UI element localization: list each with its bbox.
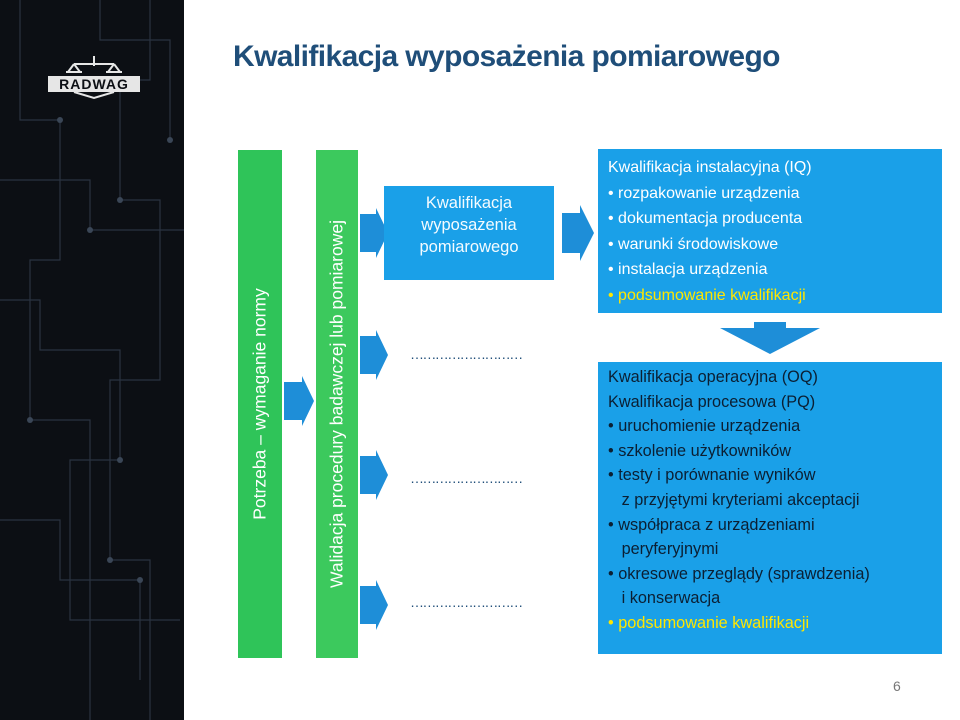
- oq-item-continuation: peryferyjnymi: [608, 540, 719, 559]
- oq-heading: Kwalifikacja operacyjna (OQ): [608, 368, 818, 386]
- requirement-bar: Potrzeba – wymaganie normy: [238, 150, 282, 658]
- oq-item: • uruchomienie urządzenia: [608, 417, 801, 436]
- radwag-logo: RADWAG: [48, 56, 140, 100]
- arrow-right-icon: [284, 376, 314, 426]
- arrow-right-icon: [360, 208, 388, 258]
- pq-heading: Kwalifikacja procesowa (PQ): [608, 392, 816, 411]
- oq-item: • okresowe przeglądy (sprawdzenia): [608, 564, 870, 583]
- iq-heading: Kwalifikacja instalacyjna (IQ): [608, 159, 812, 176]
- box-line: wyposażenia: [421, 216, 517, 234]
- arrow-right-icon: [360, 450, 388, 500]
- svg-text:RADWAG: RADWAG: [59, 76, 129, 92]
- operational-process-qualification-box: Kwalifikacja operacyjna (OQ) Kwalifikacj…: [598, 362, 942, 654]
- oq-item: • szkolenie użytkowników: [608, 441, 792, 460]
- oq-item-continuation: i konserwacja: [608, 589, 721, 608]
- sidebar-background: RADWAG: [0, 0, 184, 720]
- iq-item: • warunki środowiskowe: [608, 235, 779, 253]
- page-number: 6: [893, 678, 901, 694]
- oq-summary: • podsumowanie kwalifikacji: [608, 613, 810, 632]
- validation-bar: Walidacja procedury badawczej lub pomiar…: [316, 150, 358, 658]
- installation-qualification-box: Kwalifikacja instalacyjna (IQ) • rozpako…: [598, 149, 942, 313]
- iq-summary: • podsumowanie kwalifikacji: [608, 286, 806, 304]
- oq-item: • testy i porównanie wyników: [608, 466, 816, 485]
- placeholder-dots: ………………………: [410, 346, 523, 362]
- oq-item-continuation: z przyjętymi kryteriami akceptacji: [608, 490, 860, 509]
- arrow-right-icon: [360, 580, 388, 630]
- arrow-right-icon: [360, 330, 388, 380]
- oq-item: • współpraca z urządzeniami: [608, 515, 815, 534]
- equipment-qualification-box: Kwalifikacja wyposażenia pomiarowego: [384, 186, 554, 280]
- box-line: pomiarowego: [419, 238, 519, 256]
- iq-item: • dokumentacja producenta: [608, 210, 803, 227]
- iq-item: • rozpakowanie urządzenia: [608, 184, 800, 202]
- arrow-down-icon: [720, 322, 820, 354]
- validation-bar-label: Walidacja procedury badawczej lub pomiar…: [326, 219, 347, 589]
- arrow-right-icon: [562, 205, 594, 261]
- requirement-bar-label: Potrzeba – wymaganie normy: [249, 288, 270, 520]
- iq-item: • instalacja urządzenia: [608, 261, 768, 278]
- page-title: Kwalifikacja wyposażenia pomiarowego: [233, 40, 781, 73]
- placeholder-dots: ………………………: [410, 470, 523, 486]
- box-line: Kwalifikacja: [425, 194, 513, 212]
- circuit-pattern: [0, 0, 184, 720]
- placeholder-dots: ………………………: [410, 594, 523, 610]
